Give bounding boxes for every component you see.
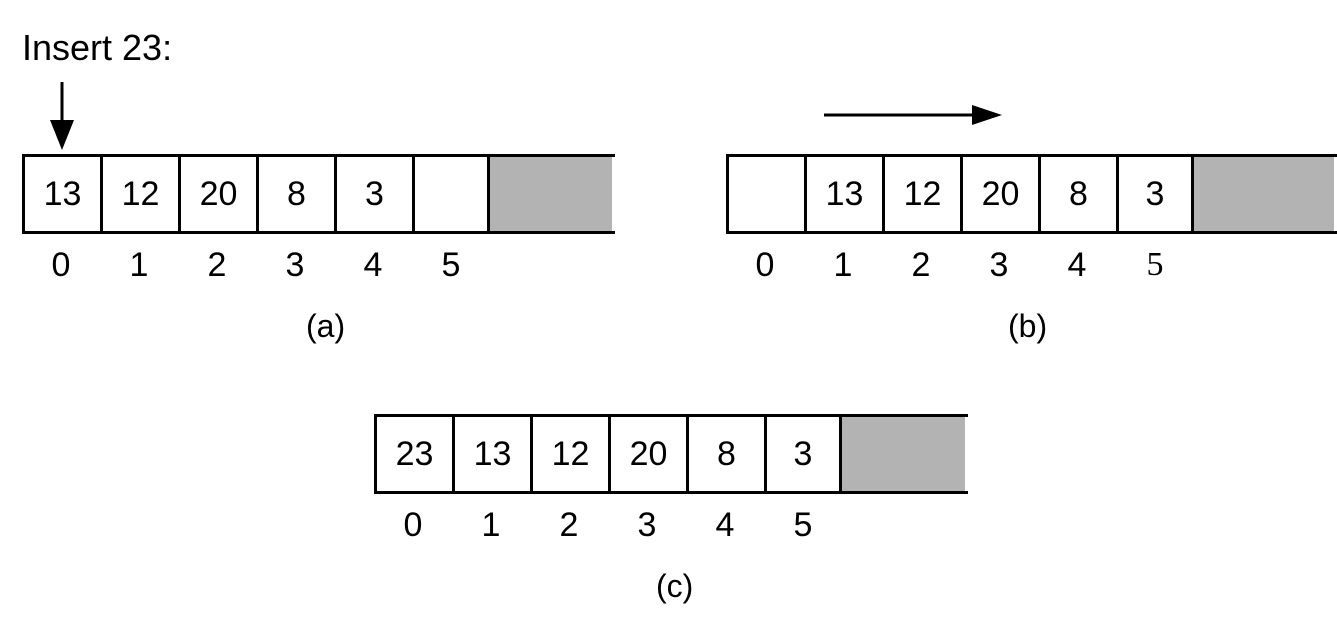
index-label: 1 [129, 246, 149, 284]
array-c: 23 13 12 20 8 3 [374, 414, 968, 494]
index-label: 4 [715, 506, 735, 544]
index-label: 2 [911, 246, 931, 284]
index-label: 5 [1146, 246, 1164, 283]
right-arrow-icon [824, 105, 1002, 125]
index-label: 1 [833, 246, 853, 284]
index-label: 5 [441, 246, 461, 284]
array-cell: 20 [960, 154, 1038, 234]
index-label: 4 [1067, 246, 1087, 284]
index-label: 0 [403, 506, 423, 544]
array-cell: 8 [256, 154, 334, 234]
index-label: 2 [207, 246, 227, 284]
index-label: 4 [363, 246, 383, 284]
array-cell [412, 154, 490, 234]
array-cell [726, 154, 804, 234]
array-cell: 13 [804, 154, 882, 234]
index-row-b: 0 1 2 3 4 5 [726, 246, 1194, 285]
array-cell: 3 [334, 154, 412, 234]
down-arrow-icon [50, 82, 74, 150]
array-cell: 8 [1038, 154, 1116, 234]
array-cell: 13 [452, 414, 530, 494]
array-cell: 12 [882, 154, 960, 234]
array-b: 13 12 20 8 3 [726, 154, 1337, 234]
unused-region [490, 154, 612, 234]
index-row-a: 0 1 2 3 4 5 [22, 246, 490, 285]
index-row-c: 0 1 2 3 4 5 [374, 506, 842, 545]
array-cell: 20 [608, 414, 686, 494]
array-cell: 23 [374, 414, 452, 494]
array-cell: 3 [1116, 154, 1194, 234]
array-cell: 12 [530, 414, 608, 494]
unused-region [842, 414, 965, 494]
index-label: 3 [637, 506, 657, 544]
panel-label-a: (a) [306, 308, 346, 344]
array-a: 13 12 20 8 3 [22, 154, 615, 234]
index-label: 3 [989, 246, 1009, 284]
index-label: 1 [481, 506, 501, 544]
index-label: 2 [559, 506, 579, 544]
index-label: 0 [51, 246, 71, 284]
panel-label-c: (c) [656, 568, 694, 604]
index-label: 5 [793, 506, 813, 544]
index-label: 0 [755, 246, 775, 284]
index-label: 3 [285, 246, 305, 284]
insert-caption: Insert 23: [22, 27, 173, 68]
unused-region [1194, 154, 1334, 234]
array-cell: 20 [178, 154, 256, 234]
panel-label-b: (b) [1008, 308, 1048, 344]
array-cell: 8 [686, 414, 764, 494]
array-cell: 13 [22, 154, 100, 234]
array-cell: 3 [764, 414, 842, 494]
array-cell: 12 [100, 154, 178, 234]
